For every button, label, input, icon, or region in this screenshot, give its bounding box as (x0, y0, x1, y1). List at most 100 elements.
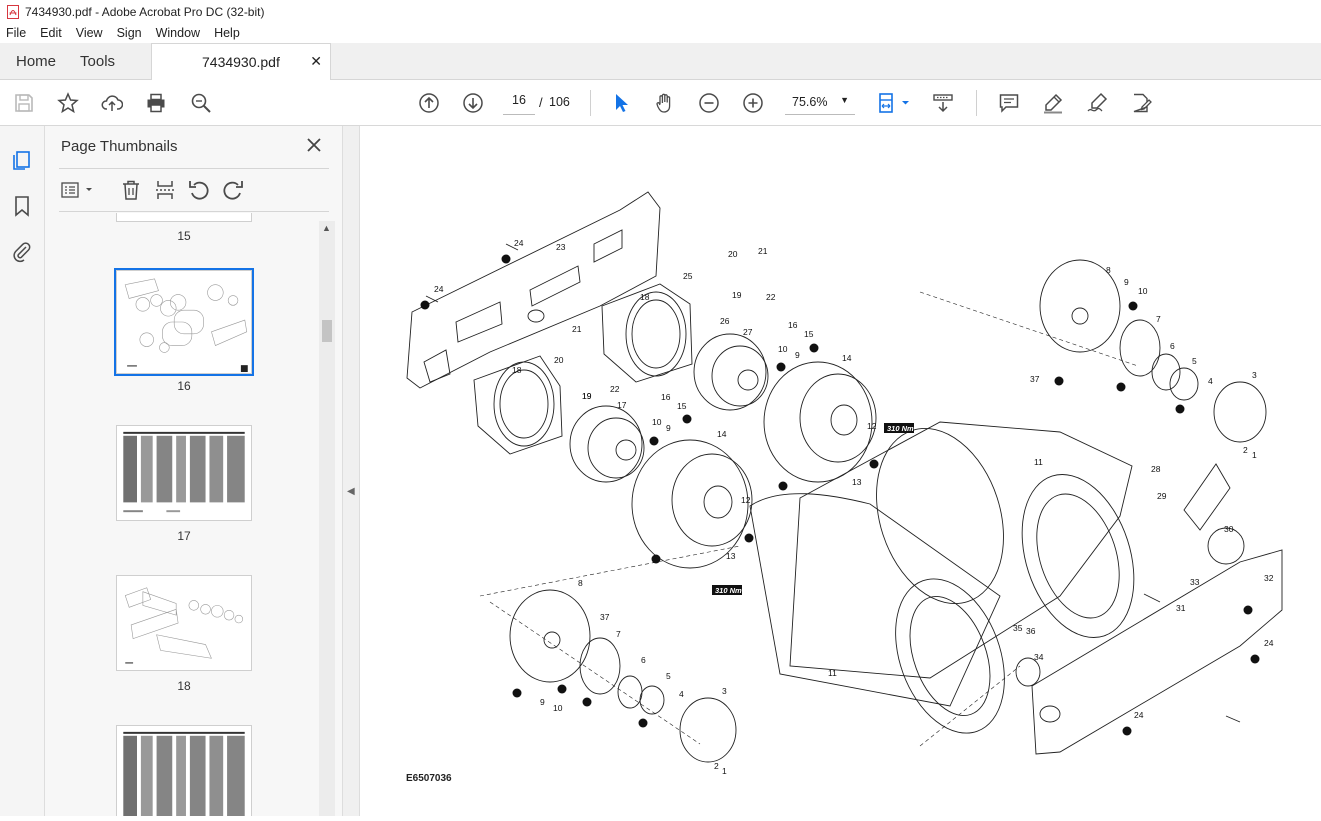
exploded-parts-drawing: 310 Nm 310 Nm 24 23 24 25 20 21 18 19 22… (406, 191, 1283, 776)
thumbnail-preview (123, 431, 245, 513)
close-tab-icon[interactable]: ✕ (310, 53, 322, 69)
page-total: 106 (549, 95, 570, 109)
bookmarks-icon[interactable] (10, 194, 34, 218)
comment-icon[interactable] (997, 91, 1021, 115)
close-icon[interactable] (305, 136, 323, 154)
callout: 35 (1013, 623, 1023, 633)
print-icon[interactable] (144, 91, 168, 115)
page-number-input[interactable]: 16 (503, 91, 535, 115)
callout: 24 (1264, 638, 1274, 648)
tab-document[interactable]: 7434930.pdf ✕ (151, 43, 331, 80)
attachments-icon[interactable] (10, 240, 34, 264)
delete-page-icon[interactable] (119, 178, 143, 202)
callout: 32 (1264, 573, 1274, 583)
callout: 28 (1151, 464, 1161, 474)
zoom-level: 75.6% (792, 95, 828, 109)
zoom-out-icon[interactable] (697, 91, 721, 115)
svg-text:310 Nm: 310 Nm (715, 586, 742, 595)
callout: 19 (732, 290, 742, 300)
callout: 4 (1208, 376, 1213, 386)
callout: 21 (758, 246, 768, 256)
upload-cloud-icon[interactable] (100, 91, 124, 115)
callout: 12 (741, 495, 751, 505)
fill-sign-icon[interactable] (1085, 91, 1109, 115)
zoom-level-select[interactable]: 75.6% ▼ (785, 91, 855, 115)
rotate-clockwise-icon[interactable] (221, 178, 245, 202)
menu-sign[interactable]: Sign (116, 26, 142, 40)
svg-text:310 Nm: 310 Nm (887, 424, 914, 433)
callout: 9 (666, 423, 671, 433)
callout: 20 (728, 249, 738, 259)
chevron-left-icon: ◀ (347, 486, 355, 497)
panel-divider (59, 168, 329, 169)
callout: 30 (1224, 524, 1234, 534)
thumbnail-list: 15 16 (59, 213, 319, 816)
thumbnail-scrollbar[interactable]: ▲ (319, 221, 335, 816)
thumbnail-label: 16 (177, 379, 191, 393)
callout: 18 (512, 365, 522, 375)
thumbnail-options-icon[interactable] (60, 178, 96, 202)
callout: 21 (572, 324, 582, 334)
extract-pages-icon[interactable] (153, 178, 177, 202)
callout: 7 (1156, 314, 1161, 324)
acrobat-icon (7, 4, 19, 19)
fit-page-width-icon[interactable] (876, 91, 912, 115)
callout: 27 (743, 327, 753, 337)
callout: 9 (795, 350, 800, 360)
bookmark-star-icon[interactable] (56, 91, 80, 115)
callout: 19 (582, 391, 592, 401)
thumbnail-page[interactable] (116, 213, 252, 222)
callout: 37 (600, 612, 610, 622)
callout: 25 (683, 271, 693, 281)
next-page-icon[interactable] (461, 91, 485, 115)
hand-tool-icon[interactable] (653, 91, 677, 115)
thumbnail-page[interactable] (116, 725, 252, 816)
edit-pdf-icon[interactable] (1129, 91, 1153, 115)
callout: 10 (1138, 286, 1148, 296)
scrollbar-thumb[interactable] (322, 320, 332, 342)
main-toolbar: 16 / 106 75.6% ▼ (0, 80, 1321, 126)
zoom-in-icon[interactable] (741, 91, 765, 115)
page-thumbnails-icon[interactable] (10, 148, 34, 172)
tab-home[interactable]: Home (16, 52, 57, 70)
callout: 13 (852, 477, 862, 487)
callout: 2 (714, 761, 719, 771)
thumbnail-label: 17 (177, 529, 191, 543)
tab-tools[interactable]: Tools (80, 52, 116, 70)
document-view[interactable]: 310 Nm 310 Nm 24 23 24 25 20 21 18 19 22… (360, 126, 1321, 816)
thumbnail-page[interactable] (116, 575, 252, 671)
save-icon[interactable] (12, 91, 36, 115)
toolbar-divider (590, 90, 591, 116)
thumbnail-page[interactable] (116, 425, 252, 521)
menu-window[interactable]: Window (155, 26, 201, 40)
navigation-rail (0, 126, 45, 816)
menu-view[interactable]: View (75, 26, 103, 40)
tab-bar: Home Tools 7434930.pdf ✕ (0, 43, 1321, 80)
callout: 26 (720, 316, 730, 326)
callout: 12 (867, 421, 877, 431)
callout: 11 (828, 668, 837, 678)
menu-file[interactable]: File (6, 26, 27, 40)
callout: 2 (1243, 445, 1248, 455)
callout: 22 (610, 384, 620, 394)
menu-edit[interactable]: Edit (40, 26, 62, 40)
callout: 37 (1030, 374, 1040, 384)
rotate-counterclockwise-icon[interactable] (187, 178, 211, 202)
thumbnail-page-selected[interactable] (114, 268, 254, 376)
callout: 9 (540, 697, 545, 707)
torque-label: 310 Nm (884, 423, 914, 433)
scrolling-mode-icon[interactable] (931, 91, 955, 115)
figure-id: E6507036 (406, 773, 452, 784)
callout: 14 (842, 353, 852, 363)
highlight-pen-icon[interactable] (1041, 91, 1065, 115)
callout: 16 (661, 392, 671, 402)
select-cursor-icon[interactable] (609, 91, 633, 115)
menu-help[interactable]: Help (214, 26, 240, 40)
collapse-panel-handle[interactable]: ◀ (342, 126, 360, 816)
zoom-search-icon[interactable] (189, 91, 213, 115)
callout: 6 (1170, 341, 1175, 351)
torque-label: 310 Nm (712, 585, 742, 595)
chevron-up-icon[interactable]: ▲ (322, 223, 331, 233)
previous-page-icon[interactable] (417, 91, 441, 115)
chevron-down-icon: ▼ (840, 95, 849, 105)
